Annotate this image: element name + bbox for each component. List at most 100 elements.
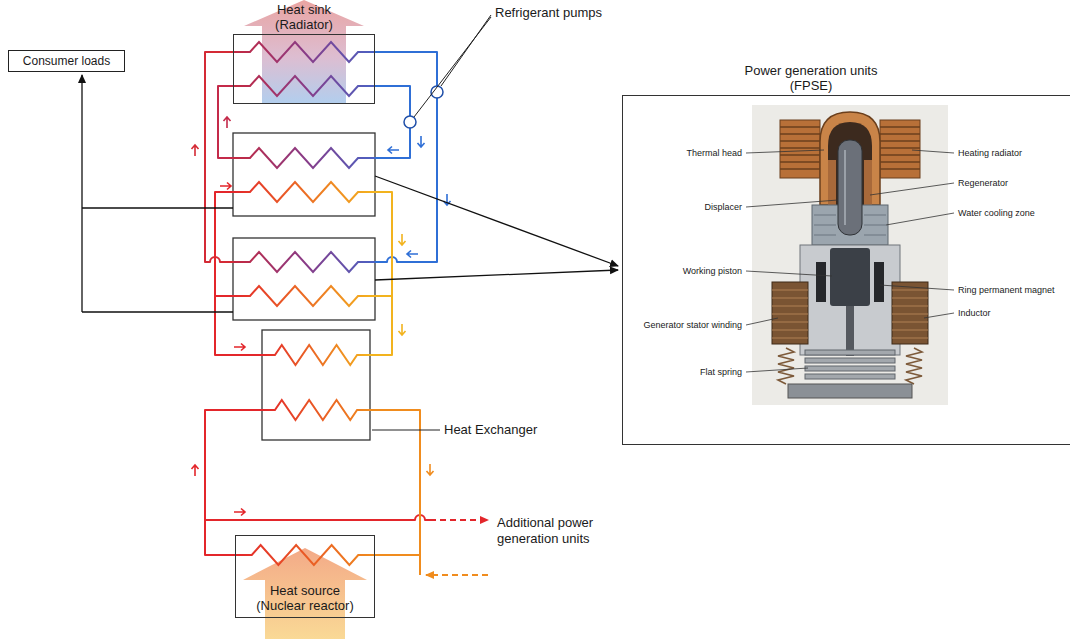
fpse-illustration [752, 105, 948, 405]
hot-secondary-pipe [215, 192, 262, 355]
cooling-coil [233, 252, 375, 272]
part-label: Ring permanent magnet [958, 285, 1055, 296]
heating-coil [233, 182, 375, 202]
heating-radiator [880, 120, 920, 178]
cooling-coil [233, 148, 375, 168]
label-anchor: Regenerator [958, 178, 1008, 189]
node-text: Consumer loads [23, 54, 110, 69]
flow-arrow [407, 251, 418, 258]
radiator-box: Heat sink (Radiator) [233, 34, 375, 104]
flat-spring [805, 366, 895, 371]
exchanger-coil [262, 400, 370, 420]
flow-arrow [399, 234, 406, 245]
label-anchor: Refrigerant pumps [495, 5, 602, 21]
part-label: Water cooling zone [958, 208, 1035, 219]
leader-line [924, 313, 954, 318]
working-piston [830, 248, 870, 306]
leader-line [372, 430, 440, 431]
leader-line [746, 318, 778, 325]
label-anchor: Heat Exchanger [444, 422, 537, 438]
flow-arrow [192, 465, 199, 476]
engine-base [788, 384, 912, 398]
ring-magnet [874, 262, 884, 302]
exchanger-coil [262, 345, 370, 365]
radiator-fins [880, 127, 920, 169]
leader-lines [372, 15, 491, 430]
power-line [82, 208, 233, 312]
coil-spring [906, 348, 922, 384]
callout-label: Heat Exchanger [444, 422, 537, 438]
radiator-coil [233, 42, 375, 62]
leader-line [870, 183, 954, 195]
label-anchor: Heating radiator [958, 148, 1022, 159]
flow-arrows [192, 117, 451, 516]
flat-spring [805, 350, 895, 355]
flow-arrow [399, 324, 406, 335]
label-anchor: Water cooling zone [958, 208, 1035, 219]
leader-line [880, 285, 954, 290]
stator-winding [772, 282, 808, 344]
displacer-highlight [844, 150, 846, 225]
fpse-unit-box [233, 238, 375, 320]
leader-line [746, 368, 808, 372]
hot-primary-pipe [205, 410, 430, 555]
radiator-coil [233, 76, 375, 96]
label-anchor: Generator stator winding [643, 320, 742, 331]
winding-turns [772, 290, 808, 338]
return-primary-branch [426, 574, 488, 576]
heat-input-arrow [243, 548, 367, 639]
detail-pointer [375, 176, 618, 266]
part-label: Heating radiator [958, 148, 1022, 159]
leader-line [746, 200, 838, 207]
flow-arrow [220, 183, 231, 190]
part-label: Thermal head [686, 148, 742, 159]
label-anchor: Flat spring [700, 367, 742, 378]
load-box: Consumer loads [8, 50, 125, 72]
flow-arrow [427, 464, 434, 475]
return-primary-pipe [370, 410, 420, 575]
piston-rod [846, 306, 854, 356]
part-label: Displacer [704, 202, 742, 213]
node-text: Heat sink (Radiator) [259, 2, 349, 32]
displacer [838, 140, 862, 235]
part-label: Flat spring [700, 367, 742, 378]
label-anchor: Displacer [704, 202, 742, 213]
fpse-unit-box [233, 133, 375, 216]
part-label: Working piston [683, 266, 742, 277]
part-leaders [746, 150, 954, 372]
flow-arrow [224, 117, 231, 128]
node-text: Heat source (Nuclear reactor) [248, 583, 363, 613]
flow-arrow [418, 136, 425, 147]
cold-refrigerant-pipe [375, 52, 437, 262]
hot-refrigerant-pipe [205, 52, 233, 262]
flat-spring [805, 374, 895, 379]
label-anchor: Thermal head [686, 148, 742, 159]
winding-turns [892, 290, 928, 338]
pipework [205, 52, 488, 575]
pump-symbol [404, 116, 416, 128]
flow-arrow [234, 509, 245, 516]
radiator-fins [780, 127, 820, 169]
label-anchor: Working piston [683, 266, 742, 277]
heating-coil [233, 286, 375, 306]
power-line [81, 75, 82, 312]
coil-spring [778, 348, 794, 384]
return-secondary-pipe [370, 192, 392, 355]
hot-primary-branch [430, 519, 488, 521]
hot-refrigerant-pipe [218, 86, 233, 158]
leader-line [746, 271, 832, 276]
label-anchor: Additional power generation units [497, 515, 609, 547]
leader-line [746, 150, 824, 153]
power-lines [82, 75, 618, 312]
photo-ground [752, 105, 948, 405]
flow-arrow [388, 147, 399, 154]
part-label: Inductor [958, 308, 991, 319]
part-label: Generator stator winding [643, 320, 742, 331]
leader-line [912, 150, 954, 153]
reactor-coil [235, 545, 375, 565]
flow-arrow [192, 145, 199, 156]
leader-line [414, 17, 491, 117]
label-anchor: Inductor [958, 308, 991, 319]
ring-magnet [816, 262, 826, 302]
